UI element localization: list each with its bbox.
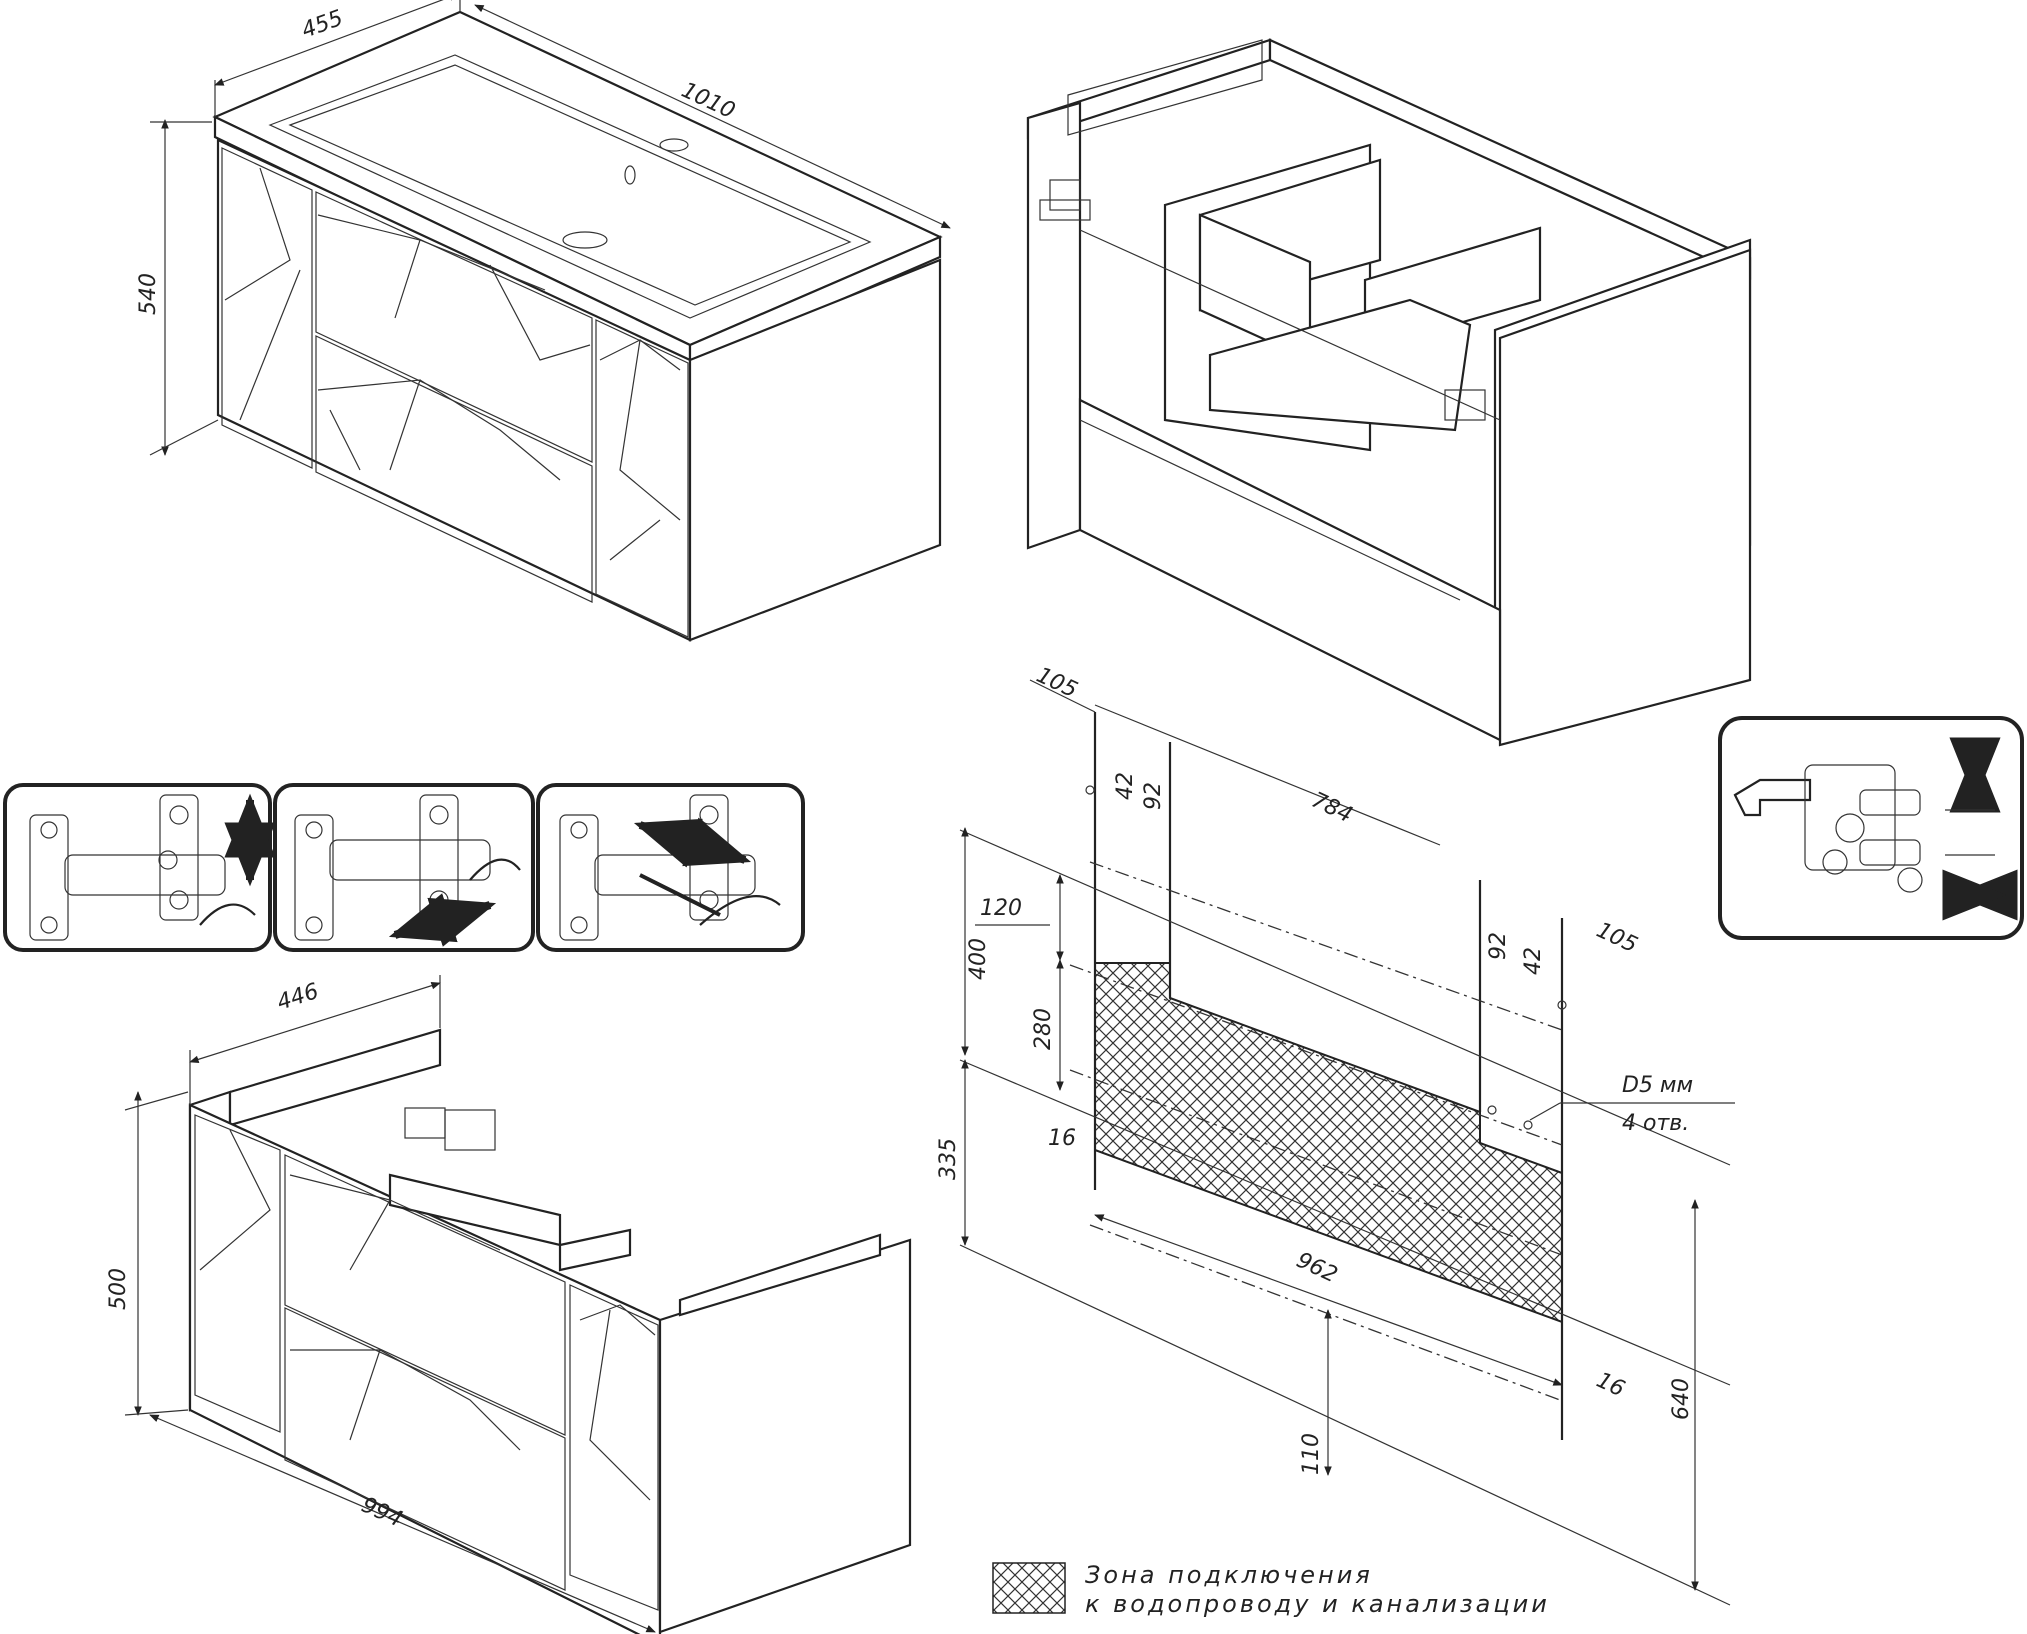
legend-hatch-swatch bbox=[992, 1562, 1066, 1614]
hinge-adjust-vertical-icon bbox=[3, 783, 276, 952]
cabinet-body-view: 446 500 994 bbox=[106, 975, 912, 1634]
dim-plan-92-left: 92 bbox=[1141, 782, 1166, 810]
cabinet-with-sink-view: 455 1010 540 bbox=[136, 0, 951, 642]
dim-bottom-height: 500 bbox=[106, 1268, 131, 1310]
dim-plan-280: 280 bbox=[1031, 1008, 1056, 1050]
dim-plan-640: 640 bbox=[1669, 1378, 1694, 1420]
dim-top-height: 540 bbox=[136, 273, 161, 315]
legend: Зона подключения к водопроводу и канализ… bbox=[992, 1561, 1550, 1618]
mounting-plan: 105 42 92 784 105 92 42 120 400 280 335 … bbox=[936, 663, 1735, 1606]
dim-plan-784: 784 bbox=[1307, 788, 1356, 828]
dim-plan-16-left: 16 bbox=[1048, 1126, 1076, 1151]
dim-hole-diameter: D5 мм bbox=[1622, 1073, 1693, 1098]
hinge-detach-icon bbox=[1718, 716, 2024, 940]
dim-bottom-depth: 446 bbox=[274, 979, 322, 1016]
dim-plan-110: 110 bbox=[1299, 1433, 1324, 1475]
dim-plan-left-offset: 105 bbox=[1032, 663, 1081, 703]
hinge-adjust-depth-icon bbox=[273, 783, 535, 952]
dim-plan-16-right: 16 bbox=[1592, 1368, 1628, 1402]
legend-line1: Зона подключения bbox=[1085, 1561, 1373, 1589]
open-cabinet-view bbox=[1026, 38, 1752, 747]
hinge-instructions bbox=[3, 716, 2024, 952]
dim-plan-92-right: 92 bbox=[1486, 932, 1511, 960]
dim-plan-120: 120 bbox=[980, 896, 1022, 921]
hinge-adjust-side-icon bbox=[536, 783, 805, 952]
dim-plan-335: 335 bbox=[936, 1138, 961, 1180]
dim-plan-400: 400 bbox=[966, 938, 991, 980]
dim-plan-962: 962 bbox=[1292, 1248, 1341, 1288]
dim-plan-42-right: 42 bbox=[1521, 947, 1546, 975]
legend-line2: к водопроводу и канализации bbox=[1085, 1590, 1550, 1618]
dim-plan-42-left: 42 bbox=[1113, 772, 1138, 800]
screwdriver-icon bbox=[639, 873, 721, 917]
dim-plan-right-offset: 105 bbox=[1592, 918, 1641, 958]
dim-hole-count: 4 отв. bbox=[1622, 1111, 1689, 1136]
